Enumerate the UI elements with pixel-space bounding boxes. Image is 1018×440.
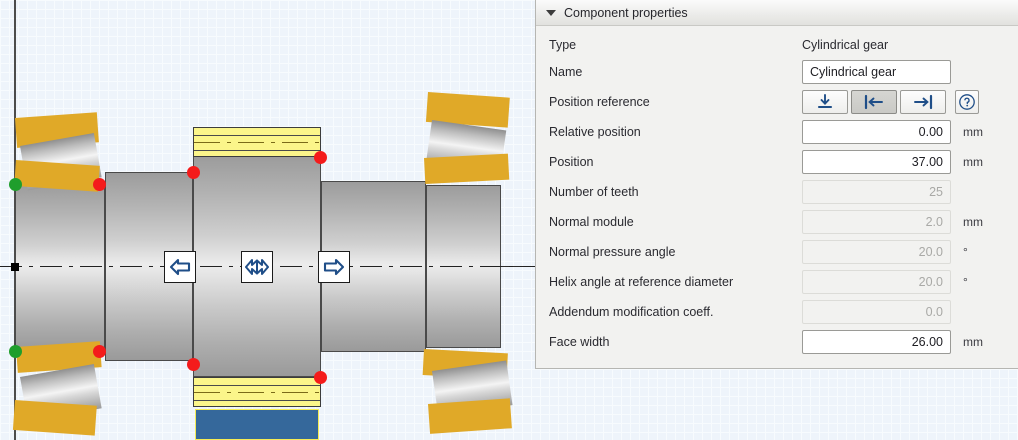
triangle-down-icon (546, 9, 556, 16)
panel-title: Component properties (564, 5, 688, 20)
property-label: Type (549, 38, 577, 52)
property-row-face-width: Face width mm (536, 327, 1018, 357)
property-row-normal-module: Normal module mm (536, 207, 1018, 237)
snap-point-red[interactable] (187, 166, 200, 179)
property-row-name: Name (536, 57, 1018, 87)
gear-centerline-dash (194, 142, 320, 143)
property-label: Normal pressure angle (549, 245, 676, 259)
face-width-input[interactable] (802, 330, 951, 354)
arrow-right-icon (323, 258, 345, 276)
property-row-type: Type Cylindrical gear (536, 30, 1018, 60)
helix-angle-input (802, 270, 951, 294)
position-input[interactable] (802, 150, 951, 174)
number-of-teeth-input (802, 180, 951, 204)
snap-point-red[interactable] (187, 358, 200, 371)
align-left-icon (864, 94, 883, 110)
snap-point-red[interactable] (314, 371, 327, 384)
arrow-left-right-icon (245, 259, 269, 275)
unit-label: mm (963, 125, 983, 139)
snap-point-red[interactable] (93, 345, 106, 358)
property-label: Helix angle at reference diameter (549, 275, 734, 289)
normal-module-input (802, 210, 951, 234)
unit-label: ° (963, 245, 968, 259)
align-right-icon (914, 94, 933, 110)
gear-hatch-line (194, 400, 320, 401)
question-mark-circle-icon (959, 94, 975, 110)
name-input[interactable] (802, 60, 951, 84)
move-right-arrow[interactable] (318, 251, 350, 283)
reference-left-button[interactable] (851, 90, 897, 114)
arrow-left-icon (169, 258, 191, 276)
property-label: Position reference (549, 95, 650, 109)
property-row-addendum-modification: Addendum modification coeff. (536, 297, 1018, 327)
component-properties-panel: Component properties Type Cylindrical ge… (535, 0, 1018, 369)
panel-header[interactable]: Component properties (536, 0, 1018, 26)
property-row-position: Position mm (536, 147, 1018, 177)
move-left-arrow[interactable] (164, 251, 196, 283)
normal-pressure-angle-input (802, 240, 951, 264)
property-label: Normal module (549, 215, 634, 229)
snap-point-green[interactable] (9, 345, 22, 358)
gear-centerline-dash (194, 392, 320, 393)
addendum-modification-input (802, 300, 951, 324)
cylindrical-gear-top[interactable] (193, 127, 321, 157)
origin-marker (11, 263, 19, 271)
unit-label: mm (963, 335, 983, 349)
bearing-lower-right-outer-ring[interactable] (428, 398, 512, 434)
property-row-number-of-teeth: Number of teeth (536, 177, 1018, 207)
gear-hatch-line (194, 385, 320, 386)
property-label: Position (549, 155, 594, 169)
property-label: Number of teeth (549, 185, 639, 199)
property-label: Addendum modification coeff. (549, 305, 714, 319)
property-row-helix-angle: Helix angle at reference diameter ° (536, 267, 1018, 297)
unit-label: mm (963, 215, 983, 229)
property-label: Face width (549, 335, 610, 349)
unit-label: ° (963, 275, 968, 289)
property-value-type: Cylindrical gear (802, 38, 889, 52)
move-bidirectional-arrow[interactable] (241, 251, 273, 283)
snap-point-red[interactable] (314, 151, 327, 164)
property-row-normal-pressure-angle: Normal pressure angle ° (536, 237, 1018, 267)
bearing-lower-left-outer-ring[interactable] (12, 400, 97, 436)
relative-position-input[interactable] (802, 120, 951, 144)
property-row-relative-position: Relative position mm (536, 117, 1018, 147)
align-center-down-icon (817, 94, 833, 109)
cylindrical-gear-bottom[interactable] (193, 377, 321, 407)
property-label: Name (549, 65, 583, 79)
shaft-centerline (0, 266, 1018, 267)
shaft-step-1[interactable] (15, 184, 105, 350)
snap-point-red[interactable] (93, 178, 106, 191)
help-button[interactable] (955, 90, 979, 114)
property-row-position-reference: Position reference (536, 87, 1018, 117)
property-label: Relative position (549, 125, 641, 139)
bearing-upper-right-inner-ring[interactable] (424, 153, 510, 184)
gear-hatch-line (194, 135, 320, 136)
unit-label: mm (963, 155, 983, 169)
snap-point-green[interactable] (9, 178, 22, 191)
gear-hatch-line (194, 150, 320, 151)
reference-center-button[interactable] (802, 90, 848, 114)
gear-selection-highlight[interactable] (195, 409, 319, 440)
reference-right-button[interactable] (900, 90, 946, 114)
